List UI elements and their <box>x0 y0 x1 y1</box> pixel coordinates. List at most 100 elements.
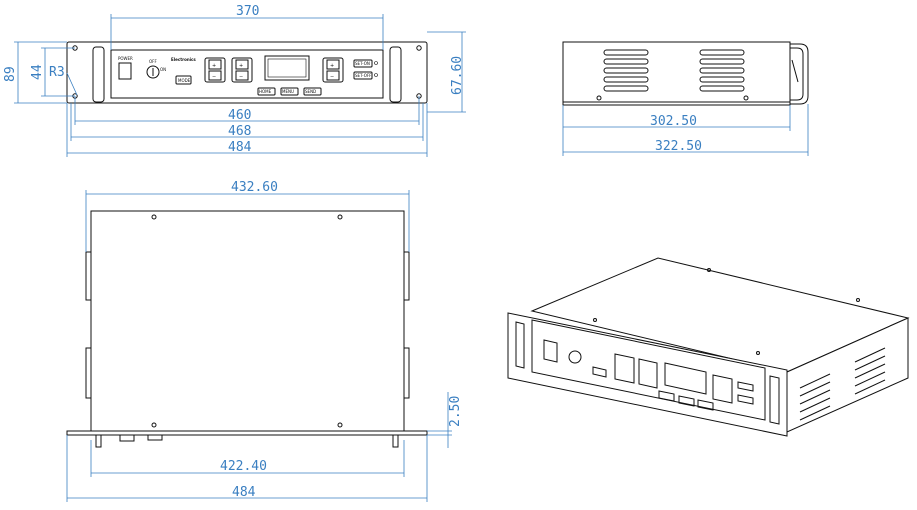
top-body <box>90 210 405 432</box>
dim-432-text: 432.60 <box>231 180 278 195</box>
iso-send <box>697 399 714 411</box>
iso-vents-front <box>799 373 831 421</box>
protrusion-switch <box>119 434 135 442</box>
top-view: 432.60 2.50 422.40 484 <box>66 180 463 502</box>
iso-handle-right <box>769 375 780 425</box>
iso-faceplate <box>531 319 766 421</box>
top-screw-bl <box>151 422 157 428</box>
side-view: 302.50 322.50 <box>562 41 809 156</box>
iso-menu <box>678 395 695 407</box>
vent-slot <box>603 58 649 65</box>
iso-handle-left <box>515 321 525 369</box>
iso-vent <box>854 347 886 363</box>
vent-group-left <box>603 49 649 92</box>
iso-adjust-3 <box>712 374 733 404</box>
side-handle-outer <box>790 43 809 105</box>
iso-vent <box>799 381 831 397</box>
side-body <box>562 41 791 106</box>
protrusion-key <box>147 434 163 441</box>
power-switch[interactable] <box>118 62 132 80</box>
protrusion-right <box>392 434 399 448</box>
iso-vent <box>854 355 886 371</box>
vent-group-right <box>699 49 745 92</box>
dim-302-text: 302.50 <box>650 114 697 129</box>
home-button[interactable] <box>257 87 276 96</box>
dim-322-text: 322.50 <box>655 139 702 154</box>
minus-button-3[interactable] <box>326 70 340 81</box>
iso-set-off <box>737 394 754 405</box>
iso-adjust-2 <box>638 358 658 389</box>
minus-button-1[interactable] <box>208 70 222 81</box>
off-label: OFF <box>149 59 157 64</box>
iso-screw <box>856 298 860 302</box>
mode-label: MODE <box>178 78 191 83</box>
vent-slot <box>699 49 745 56</box>
dim-r3-text: R3 <box>49 65 65 80</box>
home-label: HOME <box>259 89 272 94</box>
vent-slot <box>603 49 649 56</box>
plus-button-2[interactable] <box>235 59 249 70</box>
dim-468-text: 468 <box>228 124 251 139</box>
adjust-group-1 <box>204 57 226 83</box>
dim-2.5-text: 2.50 <box>448 396 463 427</box>
top-handle-right-2 <box>404 347 410 399</box>
plus-label-2: + <box>239 63 243 69</box>
display-screen <box>264 55 310 81</box>
side-screw-left <box>596 95 602 101</box>
iso-vent <box>799 373 831 389</box>
iso-vent <box>799 397 831 413</box>
dim-44-text: 44 <box>30 64 45 80</box>
set-on-button[interactable] <box>353 59 373 68</box>
iso-vent <box>799 389 831 405</box>
vent-slot <box>603 67 649 74</box>
iso-vents-rear <box>854 347 886 395</box>
on-label: ON <box>160 67 166 72</box>
adjust-group-2 <box>231 57 253 83</box>
right-handle <box>389 46 402 103</box>
minus-label-1: − <box>212 74 216 80</box>
dim-460-text: 460 <box>228 108 251 123</box>
minus-button-2[interactable] <box>235 70 249 81</box>
dim-89-text: 89 <box>3 66 18 82</box>
iso-screw <box>756 351 760 355</box>
mount-hole-tr <box>416 45 422 51</box>
iso-home <box>658 390 675 402</box>
dim-484-text: 484 <box>228 140 252 155</box>
iso-key-switch <box>568 350 582 364</box>
plus-button-1[interactable] <box>208 59 222 70</box>
set-on-led <box>374 61 378 65</box>
iso-mode-button <box>592 366 607 378</box>
iso-screw <box>593 318 597 322</box>
iso-vent <box>854 379 886 395</box>
key-switch[interactable] <box>146 65 160 79</box>
front-view: POWER OFF ON Electronics MODE + − + − + … <box>3 4 466 157</box>
menu-button[interactable] <box>280 87 299 96</box>
iso-display <box>664 362 707 395</box>
top-screw-tr <box>337 214 343 220</box>
set-on-label: SET-ON <box>355 61 370 66</box>
top-handle-left-2 <box>85 347 91 399</box>
menu-label: MENU <box>282 89 294 94</box>
send-button[interactable] <box>303 87 322 96</box>
minus-label-2: − <box>239 74 243 80</box>
plus-button-3[interactable] <box>326 59 340 70</box>
dim-67-text: 67.60 <box>450 56 465 95</box>
set-off-led <box>374 73 378 77</box>
top-screw-tl <box>151 214 157 220</box>
dim-484b-text: 484 <box>232 485 256 500</box>
top-handle-right-1 <box>404 251 410 301</box>
vent-slot <box>603 76 649 83</box>
set-off-button[interactable] <box>353 71 373 80</box>
top-screw-br <box>337 422 343 428</box>
mode-button[interactable] <box>175 75 192 85</box>
side-handle-detail <box>791 59 799 83</box>
dim-370-text: 370 <box>236 4 259 19</box>
set-off-label: SET-OFF <box>355 73 372 78</box>
iso-set-on <box>737 381 754 392</box>
send-label: SEND <box>305 89 316 94</box>
power-label: POWER <box>118 56 133 61</box>
left-handle <box>92 46 105 103</box>
dim-422-text: 422.40 <box>220 459 267 474</box>
protrusion-left <box>95 434 102 448</box>
